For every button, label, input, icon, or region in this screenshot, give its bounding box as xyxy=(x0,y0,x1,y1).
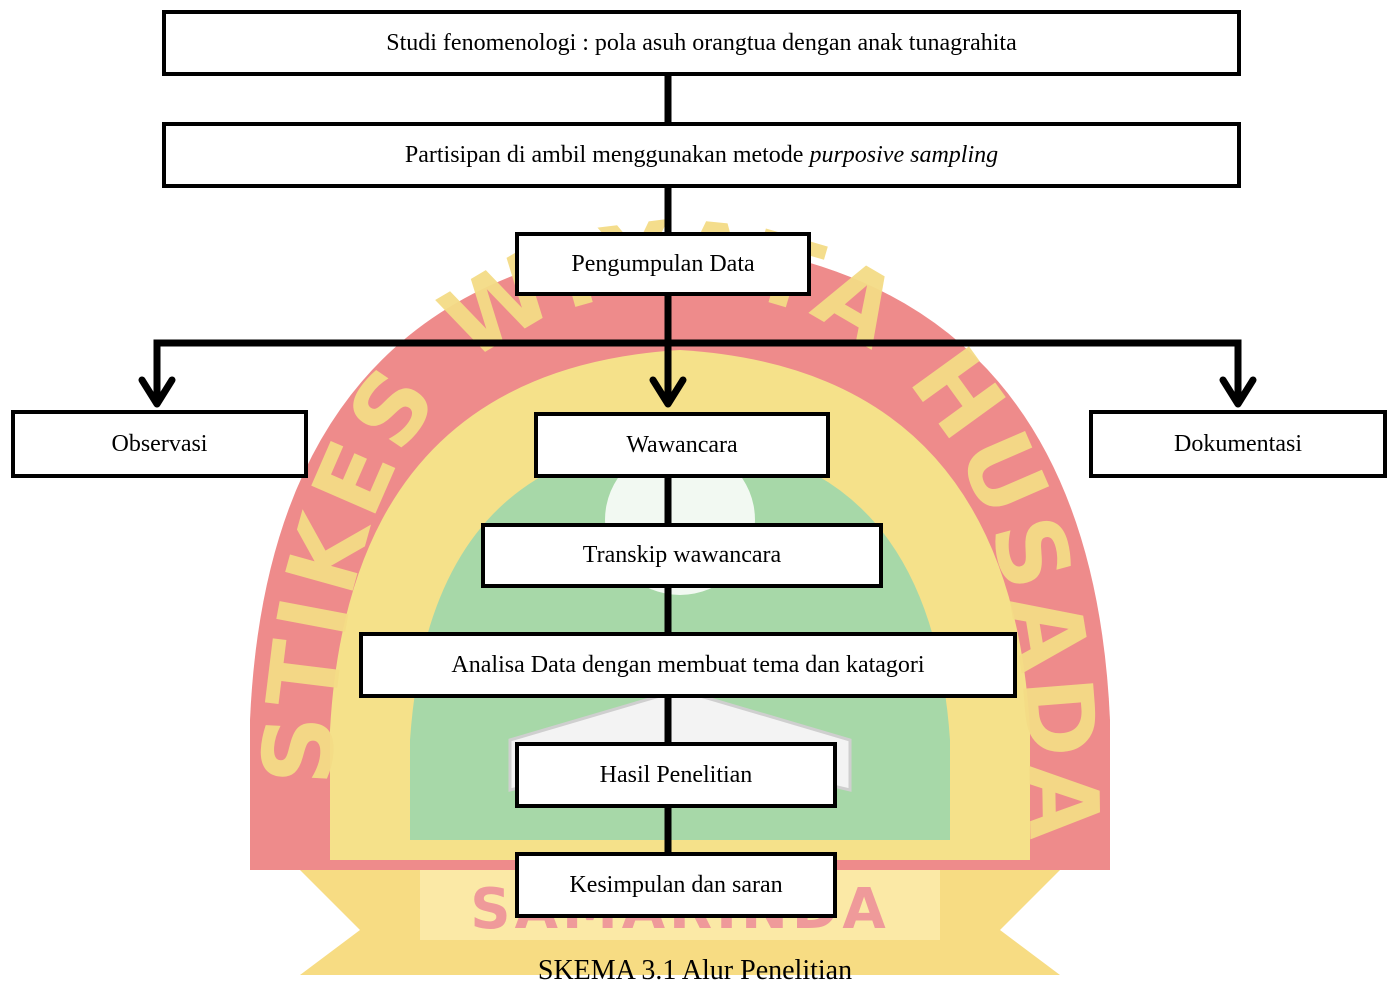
box-analysis: Analisa Data dengan membuat tema dan kat… xyxy=(359,632,1017,698)
arrowhead-documentation xyxy=(1219,376,1257,408)
watermark-banner xyxy=(300,870,1060,975)
box-data-collection: Pengumpulan Data xyxy=(515,232,811,296)
box-results: Hasil Penelitian xyxy=(515,742,837,808)
box-interview-label: Wawancara xyxy=(626,431,738,458)
figure-caption: SKEMA 3.1 Alur Penelitian xyxy=(537,955,853,986)
box-analysis-label: Analisa Data dengan membuat tema dan kat… xyxy=(451,651,925,678)
box-documentation: Dokumentasi xyxy=(1089,410,1387,478)
box-results-label: Hasil Penelitian xyxy=(599,761,753,788)
box-participants: Partisipan di ambil menggunakan metode p… xyxy=(162,122,1241,188)
box-transcript-label: Transkip wawancara xyxy=(582,542,782,568)
box-transcript: Transkip wawancara xyxy=(481,523,883,588)
box-study-label: Studi fenomenologi : pola asuh orangtua … xyxy=(386,29,1017,56)
box-documentation-label: Dokumentasi xyxy=(1174,430,1302,457)
arrowhead-interview xyxy=(649,376,687,408)
box-conclusion: Kesimpulan dan saran xyxy=(515,852,837,918)
box-participants-prefix: Partisipan di ambil menggunakan metode xyxy=(404,141,810,168)
box-interview: Wawancara xyxy=(534,412,830,478)
box-observation: Observasi xyxy=(11,410,308,478)
box-observation-label: Observasi xyxy=(111,430,208,457)
box-participants-label: Partisipan di ambil menggunakan metode p… xyxy=(405,142,998,169)
box-data-collection-label: Pengumpulan Data xyxy=(571,250,755,277)
box-conclusion-label: Kesimpulan dan saran xyxy=(569,871,783,898)
box-participants-italic: purposive sampling xyxy=(809,141,999,168)
arrowhead-observation xyxy=(138,376,176,408)
box-study: Studi fenomenologi : pola asuh orangtua … xyxy=(162,10,1241,76)
